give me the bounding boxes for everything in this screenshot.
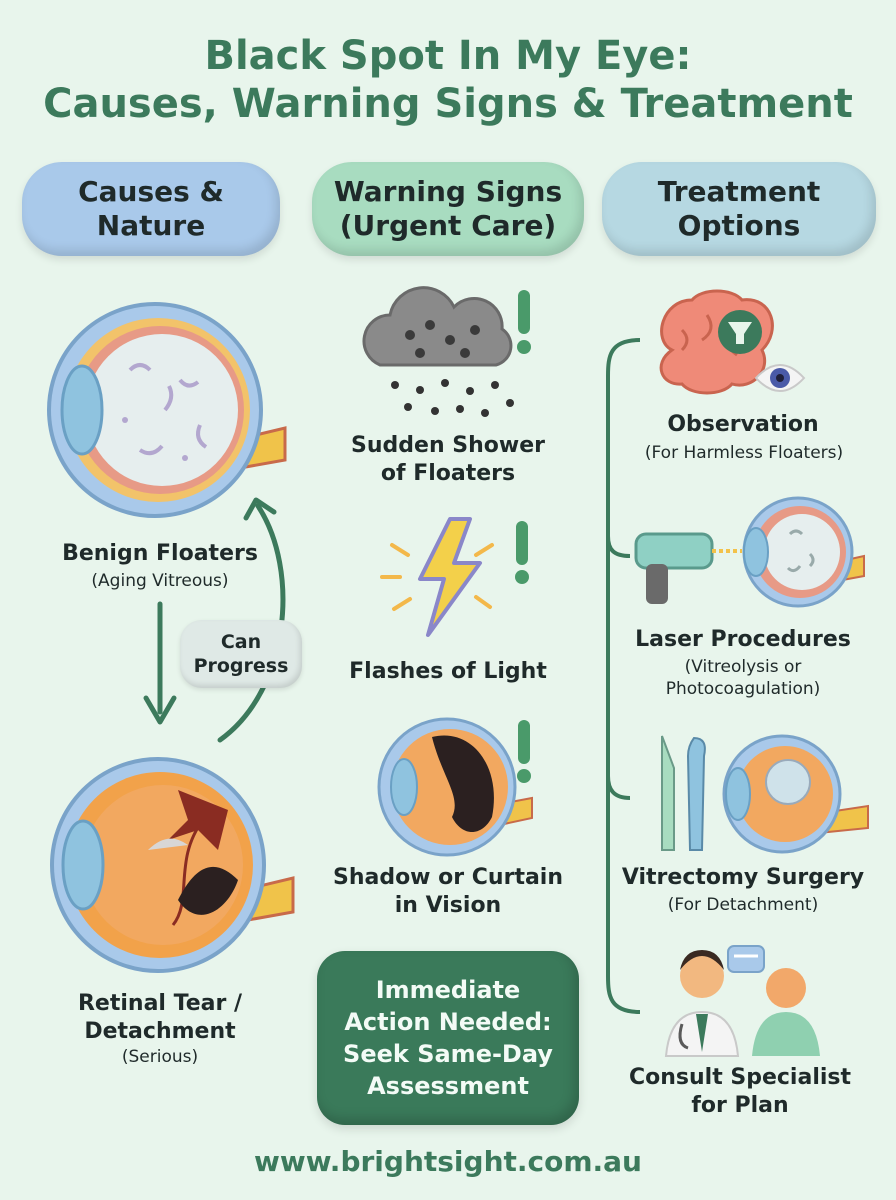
retinal-tear-line-1: Retinal Tear / <box>77 991 243 1016</box>
immediate-action-box: Immediate Action Needed: Seek Same-Day A… <box>317 951 579 1125</box>
can-progress-line-2: Progress <box>193 655 289 677</box>
floater-shower-cloud-icon <box>362 286 531 417</box>
treatment-header-line-2: Options <box>677 209 801 242</box>
shadow-curtain-line-1: Shadow or Curtain <box>332 865 564 890</box>
observation-sub: (For Harmless Floaters) <box>644 443 844 463</box>
can-progress-badge: Can Progress <box>180 620 302 688</box>
surgical-tools-eye-icon <box>661 734 869 854</box>
treatment-header: Treatment Options <box>602 162 876 256</box>
treatment-header-line-1: Treatment <box>657 175 821 208</box>
vitrectomy-sub: (For Detachment) <box>667 895 819 915</box>
vitrectomy-label: Vitrectomy Surgery <box>621 865 865 890</box>
lightning-flash-icon <box>380 517 529 637</box>
action-line-1: Immediate <box>375 976 521 1004</box>
action-line-2: Action Needed: <box>344 1008 552 1036</box>
shadow-curtain-eye-icon <box>377 717 533 857</box>
sudden-shower-line-2: of Floaters <box>380 461 516 486</box>
retinal-detachment-eye-icon <box>50 757 295 973</box>
footer-url[interactable]: www.brightsight.com.au <box>254 1145 642 1178</box>
action-line-4: Assessment <box>367 1072 529 1100</box>
warning-header-line-1: Warning Signs <box>333 175 563 208</box>
consult-line-1: Consult Specialist <box>628 1065 852 1090</box>
warning-header: Warning Signs (Urgent Care) <box>312 162 584 256</box>
laser-sub-line-1: (Vitreolysis or <box>684 657 802 677</box>
down-arrow-icon <box>143 601 177 725</box>
brain-filter-eye-icon <box>659 289 806 395</box>
retinal-tear-line-2: Detachment <box>84 1019 236 1044</box>
causes-header: Causes & Nature <box>22 162 280 256</box>
doctor-patient-consult-icon <box>664 945 820 1057</box>
laser-label: Laser Procedures <box>635 627 851 652</box>
laser-sub-line-2: Photocoagulation) <box>665 679 821 699</box>
causes-header-line-1: Causes & <box>78 175 224 208</box>
can-progress-line-1: Can <box>220 631 262 653</box>
benign-floaters-sub: (Aging Vitreous) <box>91 571 229 591</box>
laser-sub: (Vitreolysis or Photocoagulation) <box>608 656 878 700</box>
warning-header-line-2: (Urgent Care) <box>339 209 557 242</box>
treatment-bracket-line <box>606 338 641 1014</box>
action-line-3: Seek Same-Day <box>343 1040 553 1068</box>
retinal-tear-sub: (Serious) <box>121 1047 199 1067</box>
consult-label: Consult Specialist for Plan <box>600 1064 880 1120</box>
sudden-shower-line-1: Sudden Shower <box>351 433 545 458</box>
shadow-curtain-label: Shadow or Curtain in Vision <box>320 864 576 920</box>
observation-label: Observation <box>667 412 819 437</box>
page-title: Black Spot In My Eye: Causes, Warning Si… <box>0 32 896 128</box>
laser-device-eye-icon <box>634 496 865 608</box>
retinal-tear-label: Retinal Tear / Detachment <box>40 990 280 1046</box>
title-line-1: Black Spot In My Eye: <box>204 33 692 79</box>
shadow-curtain-line-2: in Vision <box>394 893 502 918</box>
benign-floaters-label: Benign Floaters <box>62 541 258 566</box>
sudden-shower-label: Sudden Shower of Floaters <box>320 432 576 488</box>
benign-floaters-eye-icon <box>47 302 287 518</box>
flashes-label: Flashes of Light <box>349 659 547 684</box>
causes-header-line-2: Nature <box>96 209 206 242</box>
title-line-2: Causes, Warning Signs & Treatment <box>43 81 853 127</box>
consult-line-2: for Plan <box>691 1093 789 1118</box>
